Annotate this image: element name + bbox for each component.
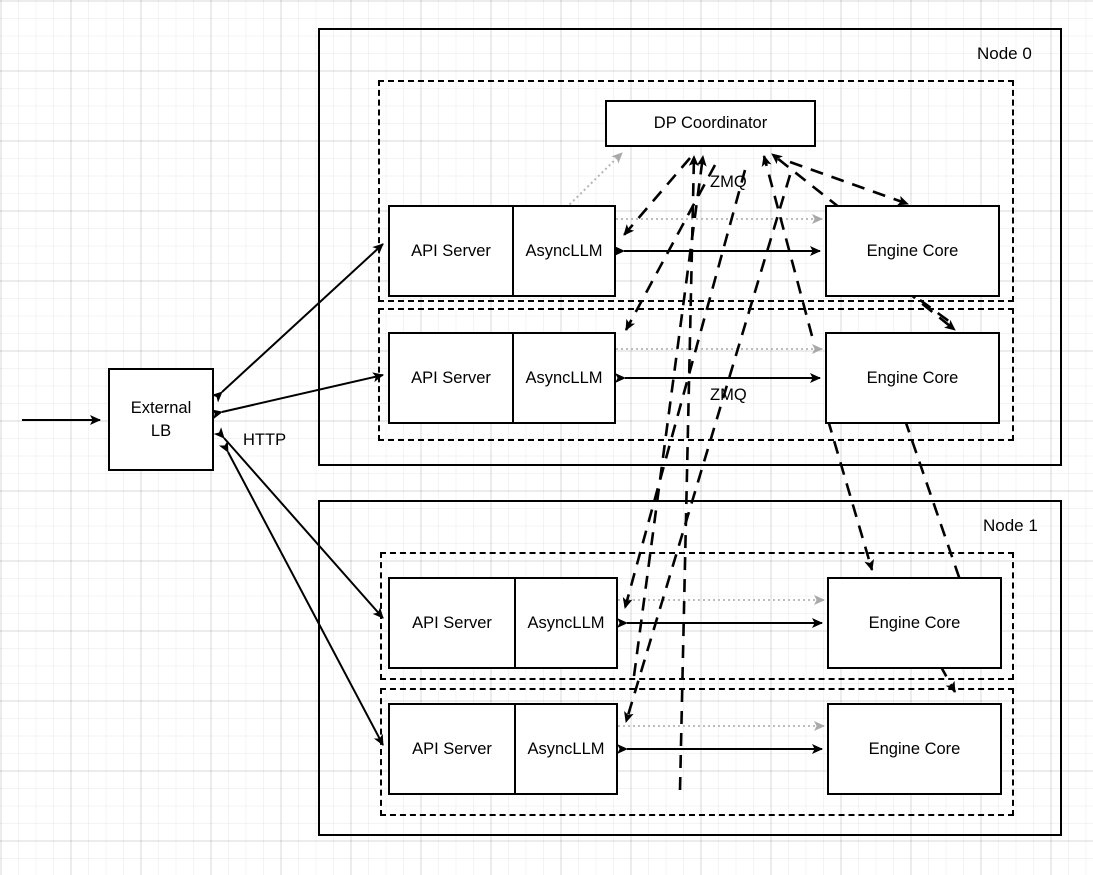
node-1-rank-0-apiserver-asyncllm[interactable]: API Server AsyncLLM <box>388 577 618 669</box>
node-0-rank-0-asyncllm-cell[interactable]: AsyncLLM <box>514 207 614 295</box>
engine-core-label: Engine Core <box>868 739 961 758</box>
node-0-label: Node 0 <box>977 44 1032 63</box>
asyncllm-label: AsyncLLM <box>527 613 605 632</box>
http-label: HTTP <box>243 431 287 449</box>
node-0-rank-0-apiserver-asyncllm[interactable]: API Server AsyncLLM <box>388 205 616 297</box>
api-server-label: API Server <box>412 613 492 632</box>
external-lb-label-line1: External <box>130 399 192 418</box>
node-1-rank-0-asyncllm-cell[interactable]: AsyncLLM <box>516 579 616 667</box>
external-lb-box[interactable]: External LB <box>108 368 214 471</box>
asyncllm-label: AsyncLLM <box>527 739 605 758</box>
node-1-label: Node 1 <box>983 516 1038 535</box>
zmq-label-bottom: ZMQ <box>710 386 747 404</box>
node-0-rank-0-engine-core[interactable]: Engine Core <box>825 205 1000 297</box>
node-0-rank-0-api-server-cell[interactable]: API Server <box>390 207 514 295</box>
node-0-rank-1-group <box>378 308 1014 441</box>
node-1-rank-1-engine-core[interactable]: Engine Core <box>827 703 1002 795</box>
node-1-rank-1-group <box>380 688 1014 816</box>
node-0-rank-1-engine-core[interactable]: Engine Core <box>825 332 1000 424</box>
dp-coordinator-label: DP Coordinator <box>653 114 768 132</box>
api-server-label: API Server <box>412 739 492 758</box>
asyncllm-label: AsyncLLM <box>525 368 603 387</box>
node-1-rank-1-api-server-cell[interactable]: API Server <box>390 705 516 793</box>
node-1-container <box>318 500 1062 836</box>
asyncllm-label: AsyncLLM <box>525 241 603 260</box>
node-0-rank-0-group <box>378 80 1014 302</box>
api-server-label: API Server <box>411 368 491 387</box>
node-1-rank-0-api-server-cell[interactable]: API Server <box>390 579 516 667</box>
engine-core-label: Engine Core <box>866 368 959 387</box>
engine-core-label: Engine Core <box>866 241 959 260</box>
external-lb-label-line2: LB <box>150 421 172 440</box>
node-0-rank-1-apiserver-asyncllm[interactable]: API Server AsyncLLM <box>388 332 616 424</box>
node-1-rank-1-asyncllm-cell[interactable]: AsyncLLM <box>516 705 616 793</box>
engine-core-label: Engine Core <box>868 613 961 632</box>
node-1-rank-0-engine-core[interactable]: Engine Core <box>827 577 1002 669</box>
node-0-container <box>318 28 1062 466</box>
zmq-label-top: ZMQ <box>710 173 747 191</box>
dp-coordinator-box[interactable]: DP Coordinator <box>605 100 816 147</box>
api-server-label: API Server <box>411 241 491 260</box>
node-1-rank-0-group <box>380 552 1014 680</box>
node-1-rank-1-apiserver-asyncllm[interactable]: API Server AsyncLLM <box>388 703 618 795</box>
node-0-rank-1-api-server-cell[interactable]: API Server <box>390 334 514 422</box>
node-0-rank-1-asyncllm-cell[interactable]: AsyncLLM <box>514 334 614 422</box>
